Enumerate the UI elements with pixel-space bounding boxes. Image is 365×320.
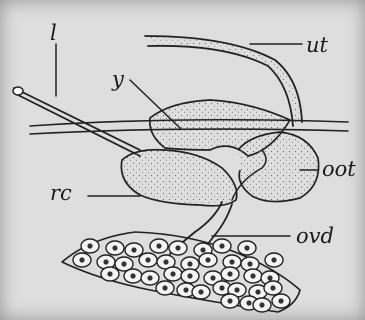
ootype-oot — [232, 132, 319, 202]
cell-nucleus — [247, 261, 252, 266]
cell-nucleus — [187, 273, 192, 278]
label-l: l — [50, 21, 57, 45]
cell-nucleus — [278, 298, 283, 303]
label-y: y — [111, 67, 125, 91]
label-ovd: ovd — [296, 224, 334, 248]
cell-nucleus — [267, 275, 272, 280]
cell-nucleus — [87, 243, 92, 248]
cell-nucleus — [227, 271, 232, 276]
cell-nucleus — [79, 257, 84, 262]
cell-nucleus — [200, 247, 205, 252]
cell-nucleus — [219, 243, 224, 248]
cell-nucleus — [229, 259, 234, 264]
cell-nucleus — [107, 271, 112, 276]
label-ut: ut — [306, 33, 329, 57]
cell-nucleus — [271, 257, 276, 262]
cell-nucleus — [205, 257, 210, 262]
ovary-cells — [62, 232, 300, 312]
cell-nucleus — [187, 261, 192, 266]
cell-nucleus — [162, 285, 167, 290]
cell-nucleus — [112, 245, 117, 250]
cell-nucleus — [259, 302, 264, 307]
cell-nucleus — [219, 285, 224, 290]
cell-nucleus — [227, 298, 232, 303]
cell-nucleus — [163, 259, 168, 264]
cell-nucleus — [131, 247, 136, 252]
label-oot: oot — [322, 157, 356, 181]
cell-nucleus — [246, 300, 251, 305]
cell-nucleus — [145, 257, 150, 262]
label-rc: rc — [50, 181, 72, 205]
cell-nucleus — [121, 261, 126, 266]
cell-nucleus — [234, 287, 239, 292]
cell-nucleus — [103, 259, 108, 264]
cell-nucleus — [183, 287, 188, 292]
cell-nucleus — [270, 285, 275, 290]
cell-nucleus — [255, 289, 260, 294]
cell-nucleus — [250, 273, 255, 278]
cell-nucleus — [130, 273, 135, 278]
cell-nucleus — [175, 245, 180, 250]
cell-nucleus — [147, 275, 152, 280]
cell-nucleus — [244, 245, 249, 250]
receptacle-rc — [121, 150, 236, 206]
cell-nucleus — [156, 243, 161, 248]
cell-nucleus — [198, 289, 203, 294]
cell-nucleus — [210, 275, 215, 280]
cell-nucleus — [170, 271, 175, 276]
